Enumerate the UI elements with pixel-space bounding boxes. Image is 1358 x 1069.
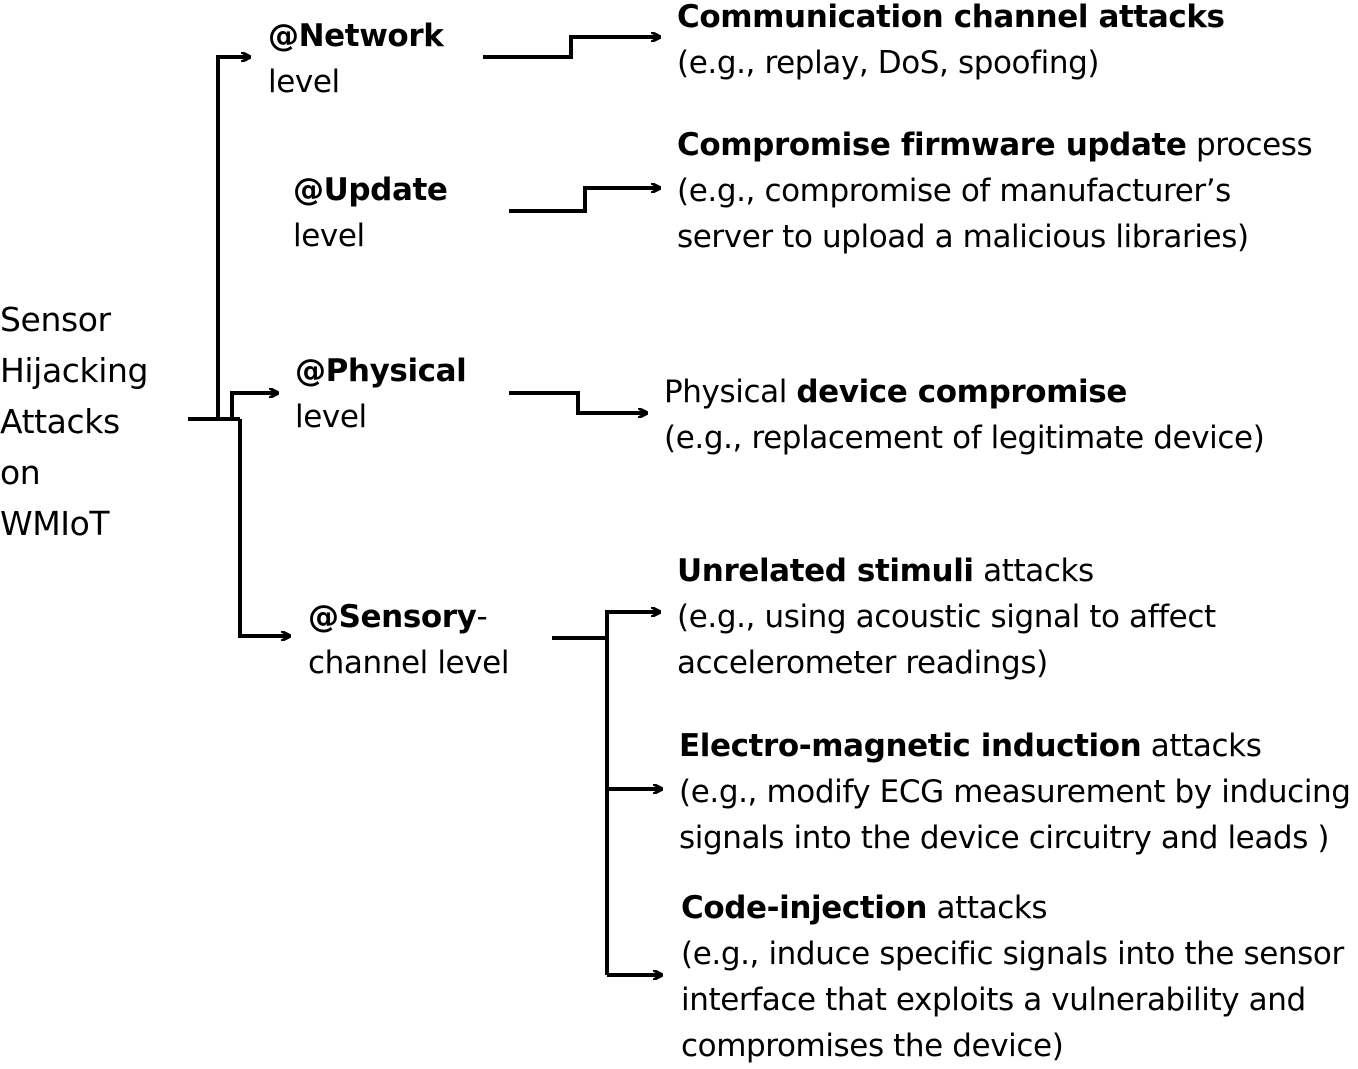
level-node-network: @Network level [268,13,444,105]
root-line: WMIoT [0,504,110,543]
sensory-to-unrelated-arrow [605,612,660,638]
level-subtitle: level [295,399,367,435]
level-node-physical: @Physical level [295,348,467,440]
root-node: Sensor Hijacking Attacks on WMIoT [0,294,148,549]
root-line: on [0,453,41,492]
root-line: Attacks [0,402,120,441]
update-to-firmware-arrow [509,188,660,213]
attack-example: (e.g., induce specific signals into the … [681,936,1344,972]
attack-example: signals into the device circuitry and le… [679,820,1330,856]
attack-example: server to upload a malicious libraries) [677,219,1249,255]
attack-node-device: Physical device compromise (e.g., replac… [664,369,1265,461]
attack-title-suffix: attacks [1141,728,1262,764]
attack-node-communication: Communication channel attacks (e.g., rep… [677,0,1225,86]
attack-example: (e.g., replacement of legitimate device) [664,420,1265,456]
root-line: Sensor [0,300,111,339]
network-to-comm-arrow [483,37,660,59]
attack-title: Compromise firmware update [677,127,1187,163]
attack-title-suffix: process [1186,127,1313,163]
level-title: @Network [268,18,444,54]
level-subtitle: channel level [308,645,510,681]
attack-node-unrelated-stimuli: Unrelated stimuli attacks (e.g., using a… [677,548,1216,686]
attack-example: accelerometer readings) [677,645,1048,681]
attack-example: (e.g., compromise of manufacturer’s [677,173,1231,209]
attack-title-prefix: Physical [664,374,797,410]
attack-example: compromises the device) [681,1028,1064,1064]
attack-title-suffix: attacks [973,553,1094,589]
attack-title: Electro-magnetic induction [679,728,1142,764]
level-title: @Sensory [308,599,477,635]
attack-title: Code-injection [681,890,928,926]
level-node-update: @Update level [293,167,448,259]
attack-example: interface that exploits a vulnerability … [681,982,1306,1018]
physical-to-device-arrow [509,391,647,413]
level-title-suffix: - [476,599,488,635]
attack-node-em-induction: Electro-magnetic induction attacks (e.g.… [679,723,1351,861]
attack-title-suffix: attacks [927,890,1048,926]
attack-example: (e.g., using acoustic signal to affect [677,599,1216,635]
attack-title: Unrelated stimuli [677,553,974,589]
root-to-network-arrow [216,57,250,419]
attack-node-code-injection: Code-injection attacks (e.g., induce spe… [681,885,1344,1069]
root-line: Hijacking [0,351,149,390]
attack-example: (e.g., modify ECG measurement by inducin… [679,774,1351,810]
level-node-sensory: @Sensory- channel level [308,594,509,686]
attack-example: (e.g., replay, DoS, spoofing) [677,45,1100,81]
level-subtitle: level [293,218,365,254]
attack-title: Communication channel attacks [677,0,1225,35]
attack-title: device compromise [796,374,1127,410]
root-to-sensory-arrow [238,419,290,636]
level-title: @Physical [295,353,467,389]
root-to-physical-arrow [230,393,278,419]
level-title: @Update [293,172,448,208]
attack-node-firmware: Compromise firmware update process (e.g.… [677,122,1313,260]
level-subtitle: level [268,64,340,100]
